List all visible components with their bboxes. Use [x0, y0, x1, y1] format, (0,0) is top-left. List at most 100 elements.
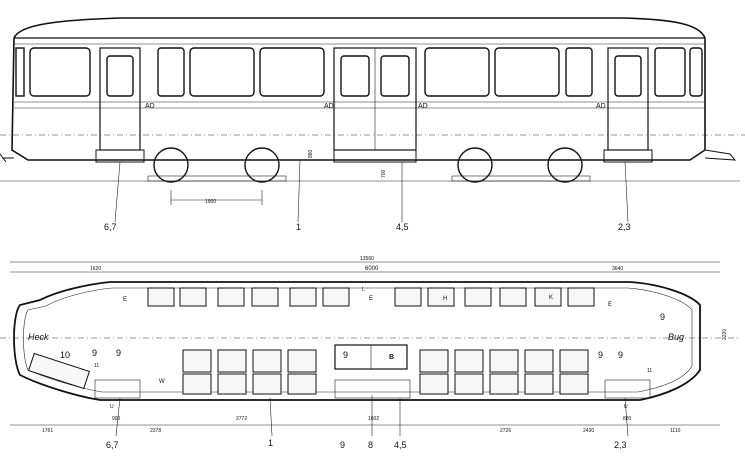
side-window — [189, 47, 255, 97]
seat — [567, 287, 595, 307]
side-window — [654, 47, 686, 97]
side-view: AD AD AD AD 1900 880 700 6,7 1 4,5 2,3 — [0, 17, 745, 232]
seat — [454, 349, 484, 373]
dim-seg: 3640 — [612, 266, 623, 272]
callout-middle-door: 4,5 — [396, 222, 409, 232]
callout-10: 10 — [60, 350, 70, 360]
rear-door-well — [604, 379, 651, 399]
seat — [489, 349, 519, 373]
seat — [287, 373, 317, 395]
label-b: B — [389, 354, 394, 361]
seat — [252, 349, 282, 373]
label-bug: Bug — [668, 332, 684, 342]
callout-11: 11 — [94, 363, 99, 369]
seat — [289, 287, 317, 307]
seat — [464, 287, 492, 307]
seat — [182, 373, 212, 395]
plan-outline — [13, 281, 701, 401]
callout-rear-door: 2,3 — [618, 222, 631, 232]
mark-ad: AD — [418, 103, 428, 110]
seat — [419, 349, 449, 373]
callout-bottom-23: 2,3 — [614, 440, 627, 450]
callout-bottom-67: 6,7 — [106, 440, 119, 450]
callout-center: 1 — [296, 222, 301, 232]
seat — [454, 373, 484, 395]
callout-middle-9: 9 — [343, 350, 348, 360]
seat — [427, 287, 455, 307]
callout-9: 9 — [660, 312, 665, 322]
dim-seg: 2430 — [583, 428, 594, 434]
dim-height: 880 — [308, 149, 314, 158]
dim-seg: 6000 — [365, 266, 379, 272]
seat — [179, 287, 207, 307]
callout-9: 9 — [618, 350, 623, 360]
front-door-well — [94, 379, 141, 399]
label-l: L — [362, 287, 365, 293]
mark-ad: AD — [145, 103, 155, 110]
wheel — [244, 147, 280, 183]
label-heck: Heck — [28, 332, 49, 342]
dim-seg: 880 — [623, 416, 632, 422]
callout-9: 9 — [116, 348, 121, 358]
side-window — [15, 47, 25, 97]
seat — [287, 349, 317, 373]
callout-bottom-45: 4,5 — [394, 440, 407, 450]
middle-door-well — [334, 379, 411, 399]
dim-width: 2220 — [722, 329, 728, 340]
dim-seg: 2378 — [150, 428, 161, 434]
callout-9: 9 — [92, 348, 97, 358]
callout-bottom-9: 9 — [340, 440, 345, 450]
plan-inner-outline — [23, 287, 693, 393]
seat — [217, 373, 247, 395]
seat — [217, 287, 245, 307]
wheel — [457, 147, 493, 183]
dim-seg: 900 — [112, 416, 121, 422]
side-window — [565, 47, 593, 97]
bogie-frame — [147, 175, 287, 182]
plan-view: 13560 1620 6000 3640 — [0, 256, 740, 450]
callout-bottom-8: 8 — [368, 440, 373, 450]
label-u: U — [110, 404, 114, 410]
seats-bottom-row — [182, 349, 589, 395]
label-e: E — [369, 296, 373, 302]
seat — [147, 287, 175, 307]
callout-bottom-1: 1 — [268, 438, 273, 448]
seat — [524, 349, 554, 373]
body-outline — [11, 37, 706, 161]
dim-seg: 1110 — [670, 428, 681, 434]
side-window — [494, 47, 560, 97]
dim-seg: 1620 — [90, 266, 101, 272]
coupler — [0, 149, 737, 163]
seat — [524, 373, 554, 395]
callout-11: 11 — [647, 368, 652, 374]
label-w: W — [159, 379, 165, 385]
dim-overall-label: 13560 — [360, 256, 374, 262]
door-window — [106, 55, 134, 97]
seat — [182, 349, 212, 373]
seat — [217, 349, 247, 373]
dim-bogie-axle: 1900 — [205, 199, 216, 205]
dim-seg: 1761 — [42, 428, 53, 434]
dim-seg: 2772 — [236, 416, 247, 422]
wheel — [153, 147, 189, 183]
mark-ad: AD — [596, 103, 606, 110]
side-window — [259, 47, 325, 97]
label-h: H — [443, 296, 447, 302]
roof-outline — [13, 17, 706, 39]
door-window — [380, 55, 410, 97]
leader-lines-bottom — [115, 395, 629, 437]
seat — [559, 373, 589, 395]
dim-seg: 1602 — [368, 416, 379, 422]
mark-ad: AD — [324, 103, 334, 110]
rear-bench-seat — [28, 352, 90, 390]
seat — [489, 373, 519, 395]
callout-front-door: 6,7 — [104, 222, 117, 232]
door-window — [340, 55, 370, 97]
seat — [499, 287, 527, 307]
seat — [252, 373, 282, 395]
side-window — [157, 47, 185, 97]
label-e: E — [123, 297, 127, 303]
seat — [394, 287, 422, 307]
bogie-frame — [451, 175, 591, 182]
